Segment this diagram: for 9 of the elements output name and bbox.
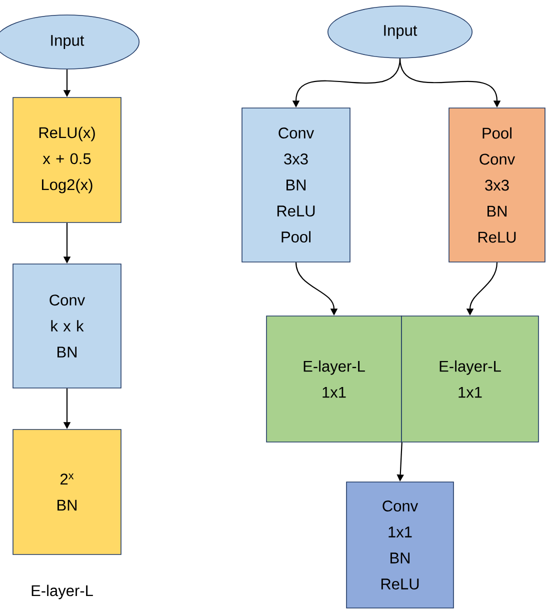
process-box: 2$^{x}$ BN xyxy=(12,429,122,555)
process-box: Conv 1x1 BN ReLU xyxy=(346,482,454,608)
caption: E-layer-L xyxy=(32,584,93,600)
process-box: E-layer-L 1x1 xyxy=(401,316,539,442)
process-box: Pool Conv 3x3 BN ReLU xyxy=(448,108,546,262)
process-box: Conv 3x3 BN ReLU Pool xyxy=(242,108,350,262)
process-box: Conv k x k BN xyxy=(12,264,122,388)
process-box: ReLU(x) x + 0.5 Log2(x) xyxy=(12,97,122,223)
process-box: E-layer-L 1x1 xyxy=(266,316,402,442)
